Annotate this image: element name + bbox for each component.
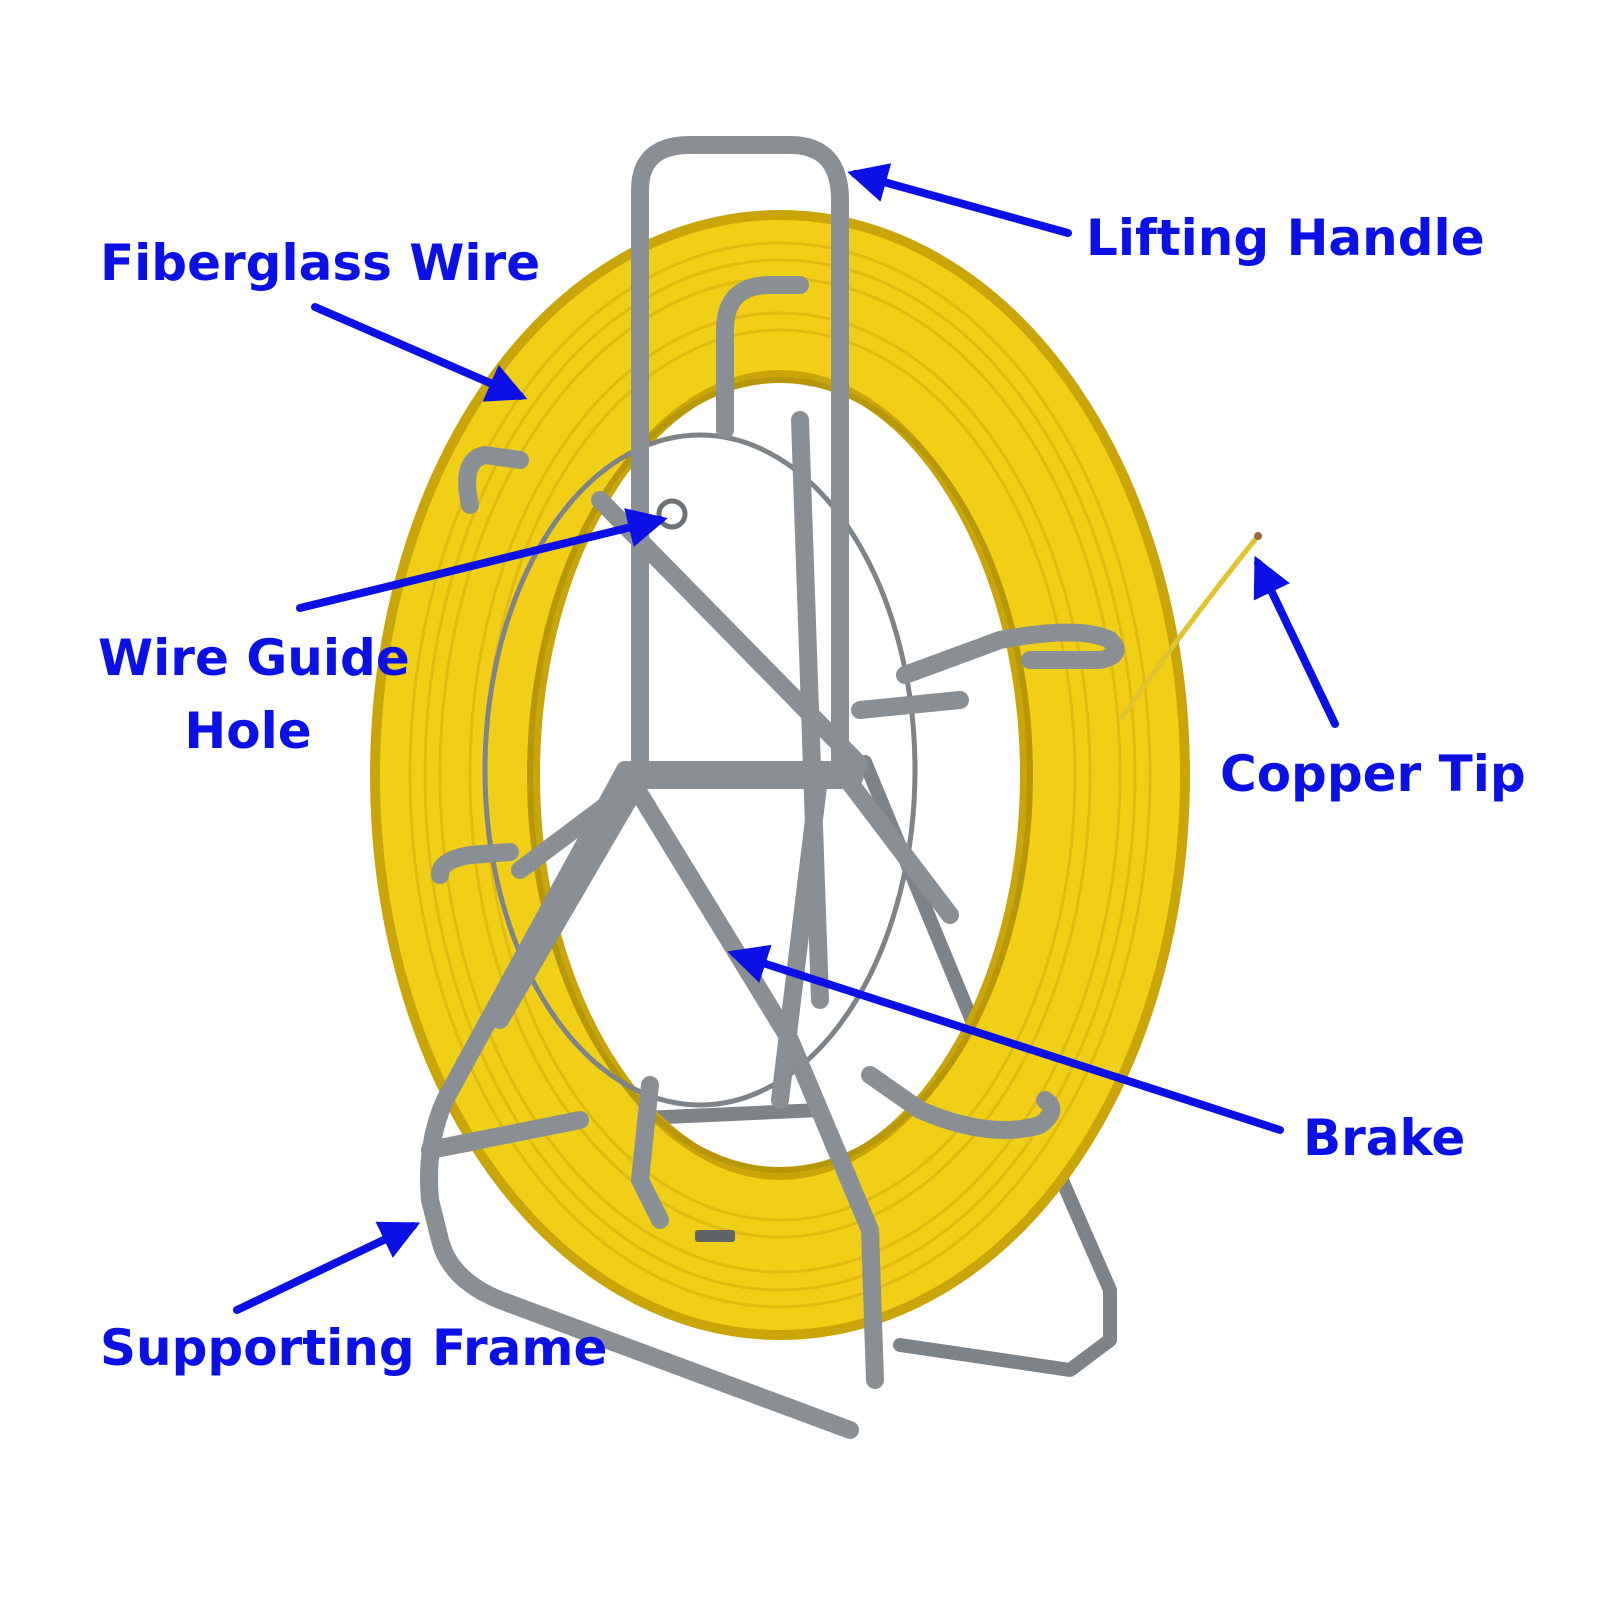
guide-ring (482, 432, 918, 1108)
label-fiberglass-wire: Fiberglass Wire (100, 234, 541, 292)
label-brake: Brake (1303, 1109, 1466, 1167)
label-wire-guide-hole-line2: Hole (184, 701, 312, 760)
fiberglass-coil (370, 210, 1190, 1340)
copper-tip-wire (1117, 532, 1262, 722)
arrow-lifting-handle (847, 163, 1072, 237)
wire-guide-hole-ring (656, 498, 688, 530)
arrow-supporting-frame (233, 1221, 421, 1314)
label-supporting-frame: Supporting Frame (100, 1319, 608, 1377)
label-wire-guide-hole-line1: Wire Guide (98, 629, 410, 687)
label-lifting-handle: Lifting Handle (1086, 209, 1485, 267)
label-wire-guide-hole: Wire Guide Hole (98, 622, 410, 767)
arrow-copper-tip (1253, 555, 1339, 728)
label-copper-tip: Copper Tip (1220, 745, 1526, 803)
arrow-fiberglass-wire (311, 303, 528, 402)
arrow-brake (727, 944, 1284, 1134)
brake-plate (695, 1230, 735, 1242)
callout-arrows (233, 163, 1339, 1314)
arrow-wire-guide-hole (296, 508, 668, 612)
